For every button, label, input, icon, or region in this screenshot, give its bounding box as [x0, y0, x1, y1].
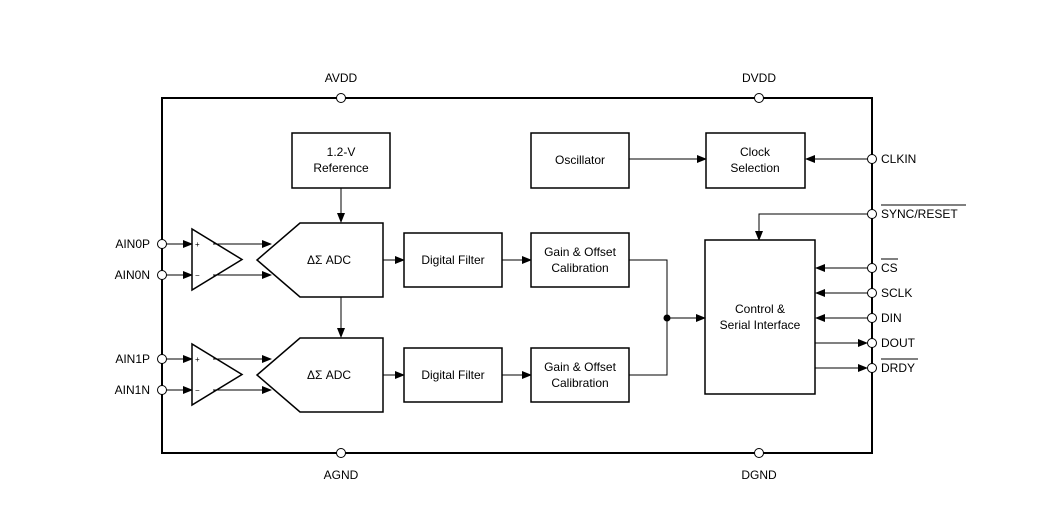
buffer0-plus-sign: + [195, 240, 200, 249]
dgnd-label: DGND [741, 468, 777, 482]
clkin-label: CLKIN [881, 152, 916, 166]
adc0-label: ΔΣ ADC [307, 253, 351, 267]
ain0n-pin [157, 270, 167, 280]
cal0-label-line2: Calibration [551, 261, 608, 275]
ain1n-label: AIN1N [115, 383, 150, 397]
buffer1-minus-sign: − [195, 386, 200, 395]
sclk-label: SCLK [881, 286, 912, 300]
cs-label: CS [881, 261, 898, 275]
oscillator-label: Oscillator [555, 153, 605, 167]
cal0-label-line1: Gain & Offset [544, 245, 616, 259]
dgnd-pin [754, 448, 764, 458]
clock-label-line2: Selection [730, 161, 779, 175]
filter0-label: Digital Filter [421, 253, 484, 267]
calibration-block-0 [530, 232, 630, 288]
calibration-block-1 [530, 347, 630, 403]
drdy-pin [867, 363, 877, 373]
dvdd-label: DVDD [742, 71, 776, 85]
agnd-pin [336, 448, 346, 458]
drdy-label: DRDY [881, 361, 915, 375]
buffer1-plus-sign: + [195, 355, 200, 364]
ain0n-label: AIN0N [115, 268, 150, 282]
clock-label-line1: Clock [740, 145, 771, 159]
input-buffer-1 [191, 342, 244, 407]
sync-reset-pin [867, 209, 877, 219]
input-buffer-0 [191, 227, 244, 292]
dout-label: DOUT [881, 336, 916, 350]
ain1n-pin [157, 385, 167, 395]
avdd-label: AVDD [325, 71, 358, 85]
clock-selection-block [705, 132, 806, 189]
delta-sigma-adc-1 [255, 337, 384, 413]
control-serial-interface-block [704, 239, 816, 395]
ain0p-pin [157, 239, 167, 249]
filter1-label: Digital Filter [421, 368, 484, 382]
digital-filter-0 [403, 232, 503, 288]
cal1-output-wire [629, 318, 668, 376]
sync-reset-wire [755, 213, 868, 241]
reference-label-line1: 1.2-V [327, 145, 356, 159]
cal0-output-wire [629, 259, 668, 318]
control-label-line1: Control & [735, 302, 785, 316]
adc1-label: ΔΣ ADC [307, 368, 351, 382]
sync-reset-label: SYNC/RESET [881, 207, 958, 221]
control-label-line2: Serial Interface [720, 318, 801, 332]
avdd-pin [336, 93, 346, 103]
agnd-label: AGND [324, 468, 359, 482]
reference-label-line2: Reference [313, 161, 369, 175]
ain0p-label: AIN0P [115, 237, 150, 251]
dout-pin [867, 338, 877, 348]
cs-pin [867, 263, 877, 273]
din-label: DIN [881, 311, 902, 325]
buffer0-minus-sign: − [195, 271, 200, 280]
din-pin [867, 313, 877, 323]
dvdd-pin [754, 93, 764, 103]
ain1p-pin [157, 354, 167, 364]
clkin-pin [867, 154, 877, 164]
ain1p-label: AIN1P [115, 352, 150, 366]
cal1-label-line2: Calibration [551, 376, 608, 390]
sclk-pin [867, 288, 877, 298]
cal1-label-line1: Gain & Offset [544, 360, 616, 374]
oscillator-block [530, 132, 630, 189]
